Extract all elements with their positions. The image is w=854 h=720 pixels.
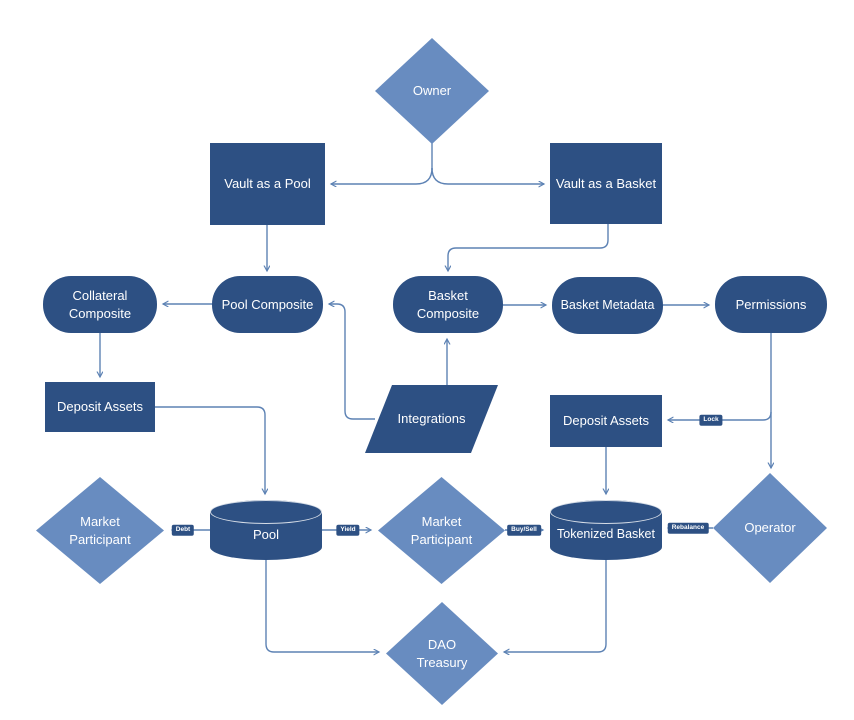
edge-owner-to-vault-pool [331,167,433,184]
node-deposit-assets-right-label: Deposit Assets [563,413,649,429]
node-market-participant-center-label: Market Participant [410,513,473,547]
edge-tokenized-basket-to-dao-treasury [504,560,607,652]
edge-label-rebalance: Rebalance [667,522,709,534]
node-tokenized-basket-label: Tokenized Basket [557,527,655,542]
edge-integrations-to-pool-composite [329,304,375,420]
node-collateral-composite[interactable]: Collateral Composite [43,276,157,333]
node-basket-metadata-label: Basket Metadata [560,298,655,313]
node-vault-as-a-pool[interactable]: Vault as a Pool [210,143,325,225]
node-basket-composite[interactable]: Basket Composite [393,276,503,333]
node-pool-label: Pool [252,526,280,542]
node-permissions-label: Permissions [735,296,807,312]
edge-deposit-left-to-pool [155,406,265,494]
edge-vault-basket-to-basket-composite [448,224,609,271]
edge-pool-to-dao-treasury [265,560,379,652]
node-market-participant-left-label: Market Participant [69,513,131,547]
tokenized-basket-cylinder-cap [550,500,662,524]
node-owner-label: Owner [412,83,452,99]
node-basket-composite-label: Basket Composite [416,287,480,321]
node-basket-metadata[interactable]: Basket Metadata [552,277,663,334]
edge-label-lock: Lock [699,414,723,426]
edge-label-debt: Debt [171,524,195,536]
node-deposit-assets-right[interactable]: Deposit Assets [550,395,662,447]
node-pool[interactable]: Pool [210,500,322,560]
edge-label-yield: Yield [336,524,360,536]
node-collateral-composite-label: Collateral Composite [68,287,132,321]
node-dao-treasury-label: DAO Treasury [416,636,468,670]
node-operator-label: Operator [744,520,796,536]
edge-label-buy-sell: Buy/Sell [507,524,541,536]
edge-permissions-to-deposit-right [668,411,772,420]
pool-cylinder-cap [210,500,322,524]
node-vault-as-a-basket-label: Vault as a Basket [555,175,657,191]
node-tokenized-basket[interactable]: Tokenized Basket [550,500,662,560]
node-deposit-assets-left-label: Deposit Assets [57,399,143,415]
node-integrations-label: Integrations [397,411,466,427]
node-permissions[interactable]: Permissions [715,276,827,333]
node-pool-composite[interactable]: Pool Composite [212,276,323,333]
node-vault-as-a-pool-label: Vault as a Pool [224,176,311,192]
node-vault-as-a-basket[interactable]: Vault as a Basket [550,143,662,224]
edge-owner-to-vault-basket [431,167,544,184]
node-pool-composite-label: Pool Composite [221,296,314,312]
node-deposit-assets-left[interactable]: Deposit Assets [45,382,155,432]
